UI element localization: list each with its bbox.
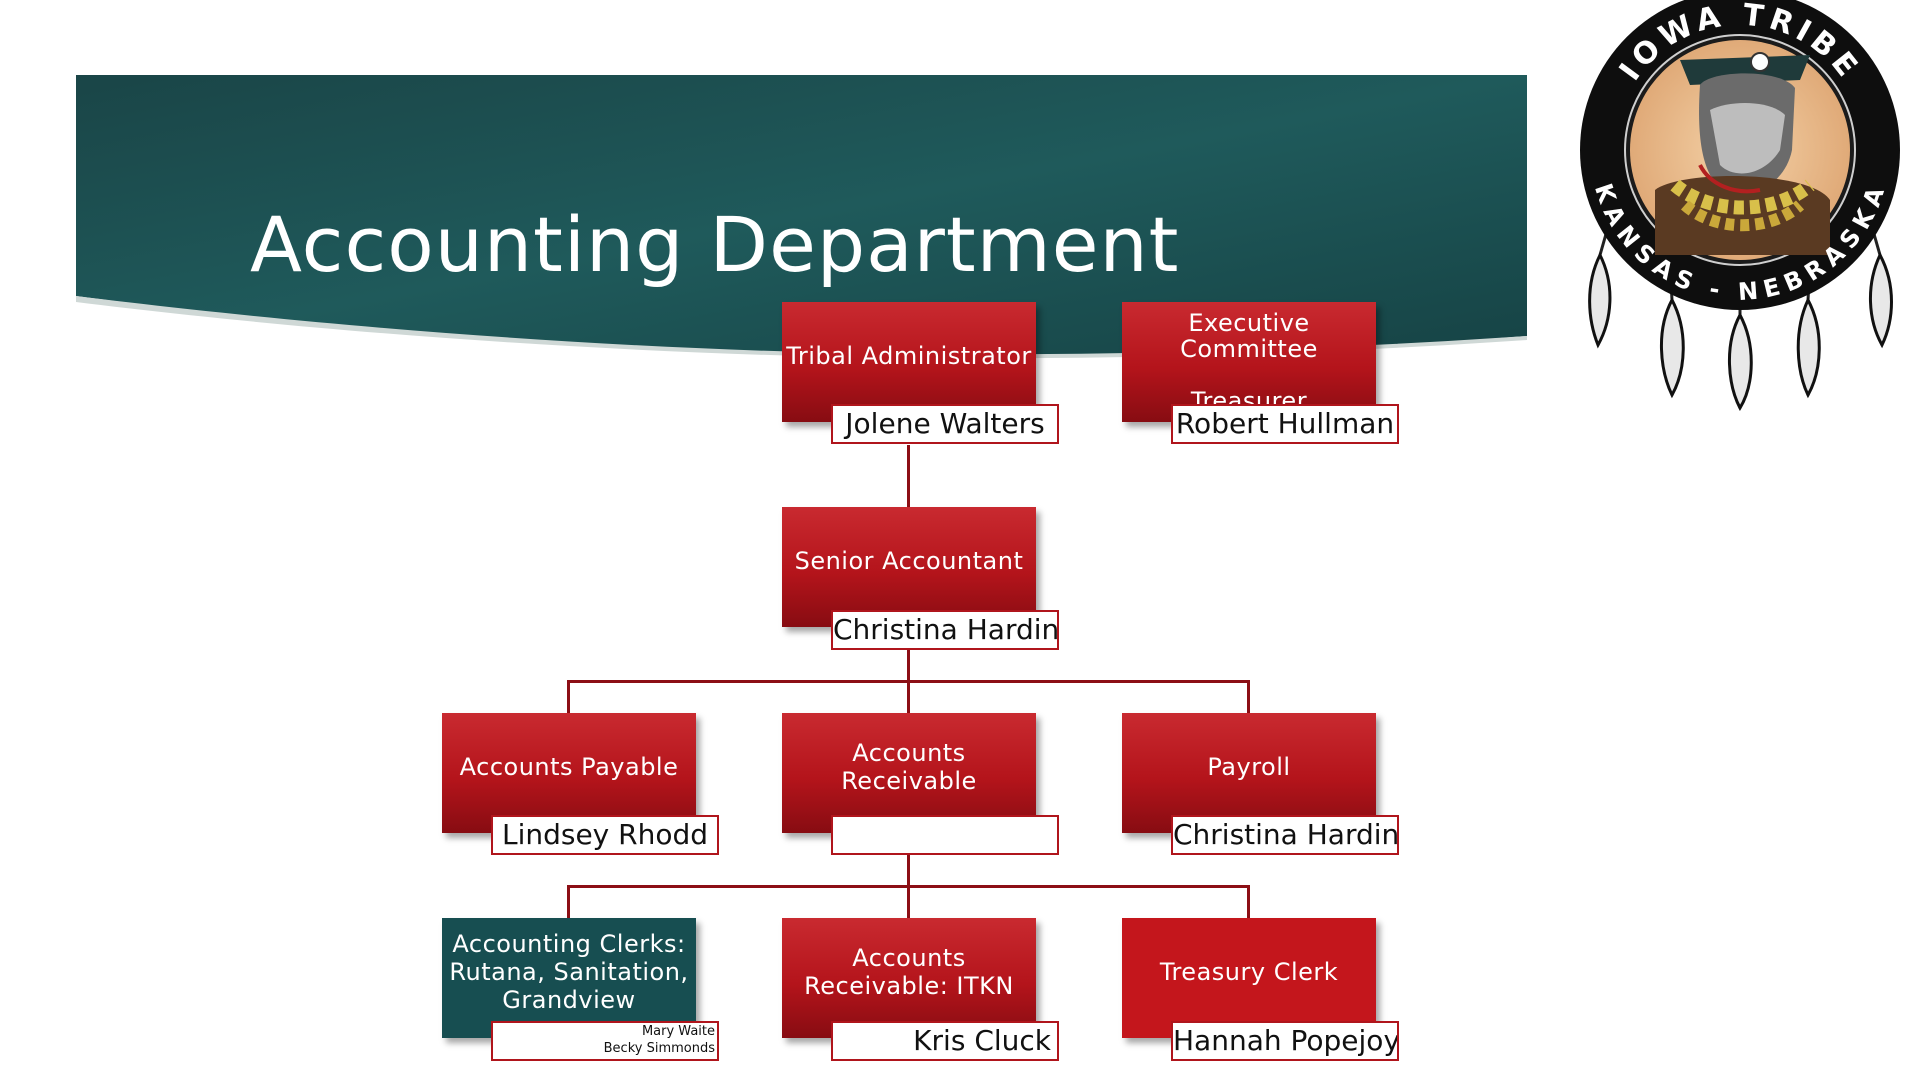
accounts-receivable-box: Accounts Receivable bbox=[782, 713, 1036, 833]
box-title: Accounting Clerks: Rutana, Sanitation, G… bbox=[449, 930, 689, 1014]
connector-to-ar-itkn bbox=[907, 885, 910, 918]
executive-committee-box: Executive Committee Treasurer bbox=[1122, 302, 1376, 422]
connector-to-clerks bbox=[567, 885, 570, 918]
accounts-receivable-name bbox=[831, 815, 1059, 855]
box-title: Accounts Receivable: ITKN bbox=[804, 944, 1014, 1000]
box-title: Accounts Payable bbox=[459, 753, 679, 781]
payroll-name: Christina Hardin bbox=[1171, 815, 1399, 855]
tribe-seal-logo: IOWA TRIBE KANSAS - NEBRASKA bbox=[1580, 0, 1900, 412]
connector-to-receivable bbox=[907, 680, 910, 713]
box-title: Tribal Administrator bbox=[786, 342, 1032, 370]
connector-receivable-down bbox=[907, 855, 910, 887]
page-title: Accounting Department bbox=[250, 200, 1180, 289]
connector-to-treasury bbox=[1247, 885, 1250, 918]
box-title: Treasury Clerk bbox=[1159, 958, 1339, 986]
box-title: Senior Accountant bbox=[794, 547, 1024, 575]
payroll-box: Payroll bbox=[1122, 713, 1376, 833]
connector-senior-down bbox=[907, 650, 910, 682]
senior-accountant-box: Senior Accountant bbox=[782, 507, 1036, 627]
portrait-icon bbox=[1655, 52, 1830, 255]
treasury-clerk-box: Treasury Clerk bbox=[1122, 918, 1376, 1038]
senior-accountant-name: Christina Hardin bbox=[831, 610, 1059, 650]
accounts-payable-name: Lindsey Rhodd bbox=[491, 815, 719, 855]
box-title: Accounts Receivable bbox=[841, 739, 977, 795]
executive-committee-name: Robert Hullman bbox=[1171, 404, 1399, 444]
tribal-administrator-name: Jolene Walters bbox=[831, 404, 1059, 444]
accounting-clerks-names: Mary Waite Becky Simmonds bbox=[491, 1021, 719, 1061]
accounts-payable-box: Accounts Payable bbox=[442, 713, 696, 833]
box-title: Payroll bbox=[1207, 753, 1291, 781]
accounts-receivable-itkn-box: Accounts Receivable: ITKN bbox=[782, 918, 1036, 1038]
accounting-clerks-box: Accounting Clerks: Rutana, Sanitation, G… bbox=[442, 918, 696, 1038]
treasury-clerk-name: Hannah Popejoy bbox=[1171, 1021, 1399, 1061]
accounts-receivable-itkn-name: Kris Cluck bbox=[831, 1021, 1059, 1061]
connector-to-payable bbox=[567, 680, 570, 713]
connector-to-payroll bbox=[1247, 680, 1250, 713]
tribal-administrator-box: Tribal Administrator bbox=[782, 302, 1036, 422]
connector-admin-senior bbox=[907, 445, 910, 507]
feather-icon bbox=[1588, 219, 1893, 412]
box-title: Executive Committee Treasurer bbox=[1180, 309, 1318, 415]
